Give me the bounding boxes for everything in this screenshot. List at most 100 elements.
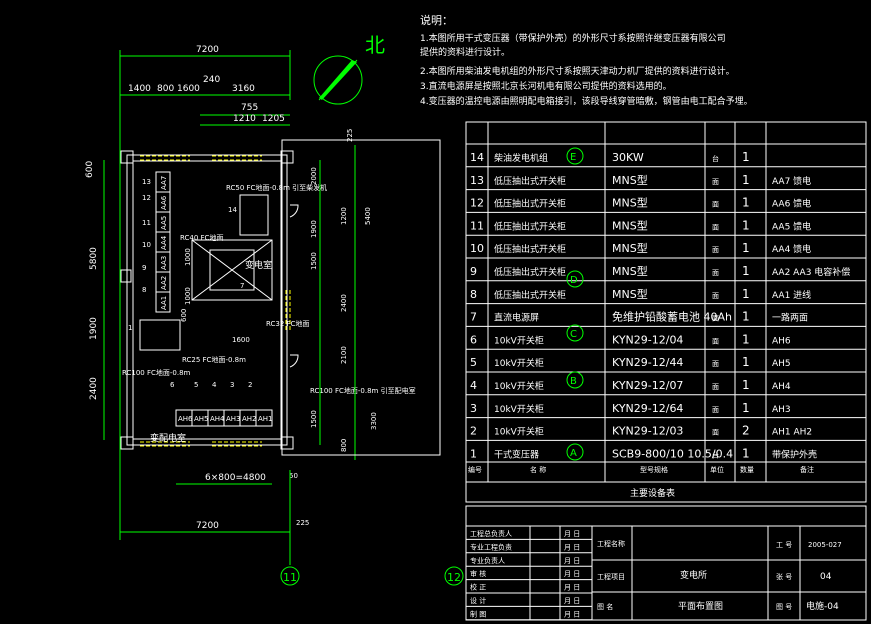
dim-r800: 800: [340, 439, 348, 452]
lv-panels: AA7 AA6 AA5 AA4 AA3 AA2 AA1 13 12 11 10 …: [142, 171, 171, 313]
cell-name: 10kV开关柜: [494, 357, 544, 369]
tb-role: 专业负责人: [470, 556, 505, 565]
tb-drawing-no: 电施-04: [806, 600, 839, 612]
cell-no: 5: [470, 356, 477, 369]
th-model: 型号规格: [640, 465, 668, 474]
dim-1600: 1600: [177, 84, 200, 94]
dim-r5400: 5400: [364, 207, 372, 225]
dim-left-1900: 1900: [89, 317, 99, 340]
cell-name: 低压抽出式开关柜: [494, 243, 566, 255]
cell-qty: 1: [742, 287, 750, 301]
dim-r3300: 3300: [370, 412, 378, 430]
general-notes: 说明： 1.本图所用干式变压器（带保护外壳）的外形尺寸系按照许继变压器有限公司 …: [420, 13, 753, 107]
tb-date: 月 日: [564, 530, 580, 538]
th-unit: 单位: [710, 465, 724, 474]
lbl-ah-3: 3: [230, 381, 234, 389]
lbl-11: 11: [142, 219, 151, 227]
th-note: 备注: [800, 465, 814, 474]
dim-7200-top: 7200: [196, 45, 219, 55]
note-line-4: 3.直流电源屏是按照北京长河机电有限公司提供的资料选用的。: [420, 80, 672, 92]
dim-7200-bottom: 7200: [196, 521, 219, 531]
north-label: 北: [365, 33, 385, 57]
panel-ah2: AH2: [242, 415, 257, 423]
cell-name: 低压抽出式开关柜: [494, 266, 566, 278]
dim-1400: 1400: [128, 84, 151, 94]
dim-3160: 3160: [232, 84, 255, 94]
cell-unit: 面: [712, 315, 719, 323]
dim-r50: 50: [289, 472, 298, 480]
cell-unit: 面: [712, 223, 719, 231]
cell-unit: 面: [712, 337, 719, 345]
tb-role: 设 计: [470, 596, 486, 605]
panel-aa7: AA7: [160, 176, 168, 190]
cell-no: 7: [470, 311, 477, 324]
dim-r1500b: 1500: [310, 410, 318, 428]
lbl-12: 12: [142, 194, 151, 202]
tb-role: 制 图: [470, 609, 486, 618]
hv-panels: AH6 AH5 AH4 AH3 AH2 AH1 6 5 4 3 2: [170, 381, 273, 427]
tb-role: 校 正: [470, 583, 486, 592]
rc100b-label: RC100 FC地面-0.8m 引至配电室: [310, 386, 416, 395]
mark-e: E: [570, 152, 576, 163]
tb-project-name-label: 工程名称: [597, 539, 625, 548]
dim-r1500: 1500: [310, 252, 318, 270]
cell-name: 10kV开关柜: [494, 426, 544, 438]
title-block: 工程总负责人月 日专业工程负责月 日专业负责人月 日审 核月 日校 正月 日设 …: [465, 505, 867, 621]
dim-240: 240: [203, 75, 220, 85]
dim-800: 800: [157, 84, 174, 94]
panel-ah4: AH4: [210, 415, 225, 423]
tb-drawing-label: 图 名: [597, 602, 613, 611]
cell-no: 11: [470, 219, 484, 232]
tb-job-no: 2005-027: [808, 541, 842, 549]
cell-note: AH5: [772, 359, 791, 369]
dim-left-2400: 2400: [89, 377, 99, 400]
panel-ah5: AH5: [194, 415, 209, 423]
tb-drawing-title: 平面布置图: [678, 600, 723, 612]
cell-no: 13: [470, 174, 484, 187]
dim-r2100: 2100: [340, 346, 348, 364]
rc25-label: RC25 FC地面-0.8m: [182, 355, 246, 364]
cell-qty: 1: [742, 264, 750, 278]
dim-r225b: 225: [296, 519, 309, 527]
cell-unit: 面: [712, 178, 719, 186]
tb-role: 专业工程负责: [470, 542, 512, 551]
panel-ah1: AH1: [258, 415, 273, 423]
dim-i1600: 1600: [232, 336, 250, 344]
dim-left-5800: 5800: [89, 247, 99, 270]
cell-unit: 面: [712, 246, 719, 254]
tb-job-no-label: 工 号: [776, 541, 792, 549]
tb-date: 月 日: [564, 597, 580, 605]
dim-r2400: 2400: [340, 294, 348, 312]
lbl-13: 13: [142, 178, 151, 186]
cell-name: 低压抽出式开关柜: [494, 175, 566, 187]
panel-aa3: AA3: [160, 256, 168, 270]
cell-no: 14: [470, 151, 484, 164]
cell-unit: 台: [712, 450, 719, 459]
cell-qty: 2: [742, 424, 750, 438]
floor-plan: 7200 1400 800 1600 240 3160 755 1210 120…: [85, 45, 464, 586]
cell-no: 2: [470, 425, 477, 438]
dim-r2000: 2000: [310, 167, 318, 185]
cell-name: 10kV开关柜: [494, 403, 544, 415]
cell-model: MNS型: [612, 218, 648, 232]
lbl-ah-6: 6: [170, 381, 175, 389]
cell-qty: 1: [742, 332, 750, 346]
rc50-label: RC50 FC地面-0.8m 引至柴发机: [226, 183, 327, 192]
tb-date: 月 日: [564, 570, 580, 578]
cell-unit: 面: [712, 383, 719, 391]
cell-unit: 台: [712, 154, 719, 163]
cell-note: AH1 AH2: [772, 428, 812, 438]
cell-model: MNS型: [612, 264, 648, 278]
lbl-7: 7: [240, 282, 244, 290]
cell-name: 干式变压器: [494, 448, 539, 460]
cell-note: AA1 进线: [772, 289, 811, 301]
cell-qty: 1: [742, 401, 750, 415]
cell-name: 直流电源屏: [494, 312, 539, 324]
cell-no: 3: [470, 402, 477, 415]
cell-note: 带保护外壳: [772, 448, 817, 460]
tb-sheet-label: 张 号: [776, 572, 792, 581]
cell-note: 一路两面: [772, 312, 808, 324]
room-substation-label: 变电室: [245, 259, 272, 271]
cell-no: 4: [470, 379, 477, 392]
lbl-14: 14: [228, 206, 237, 214]
